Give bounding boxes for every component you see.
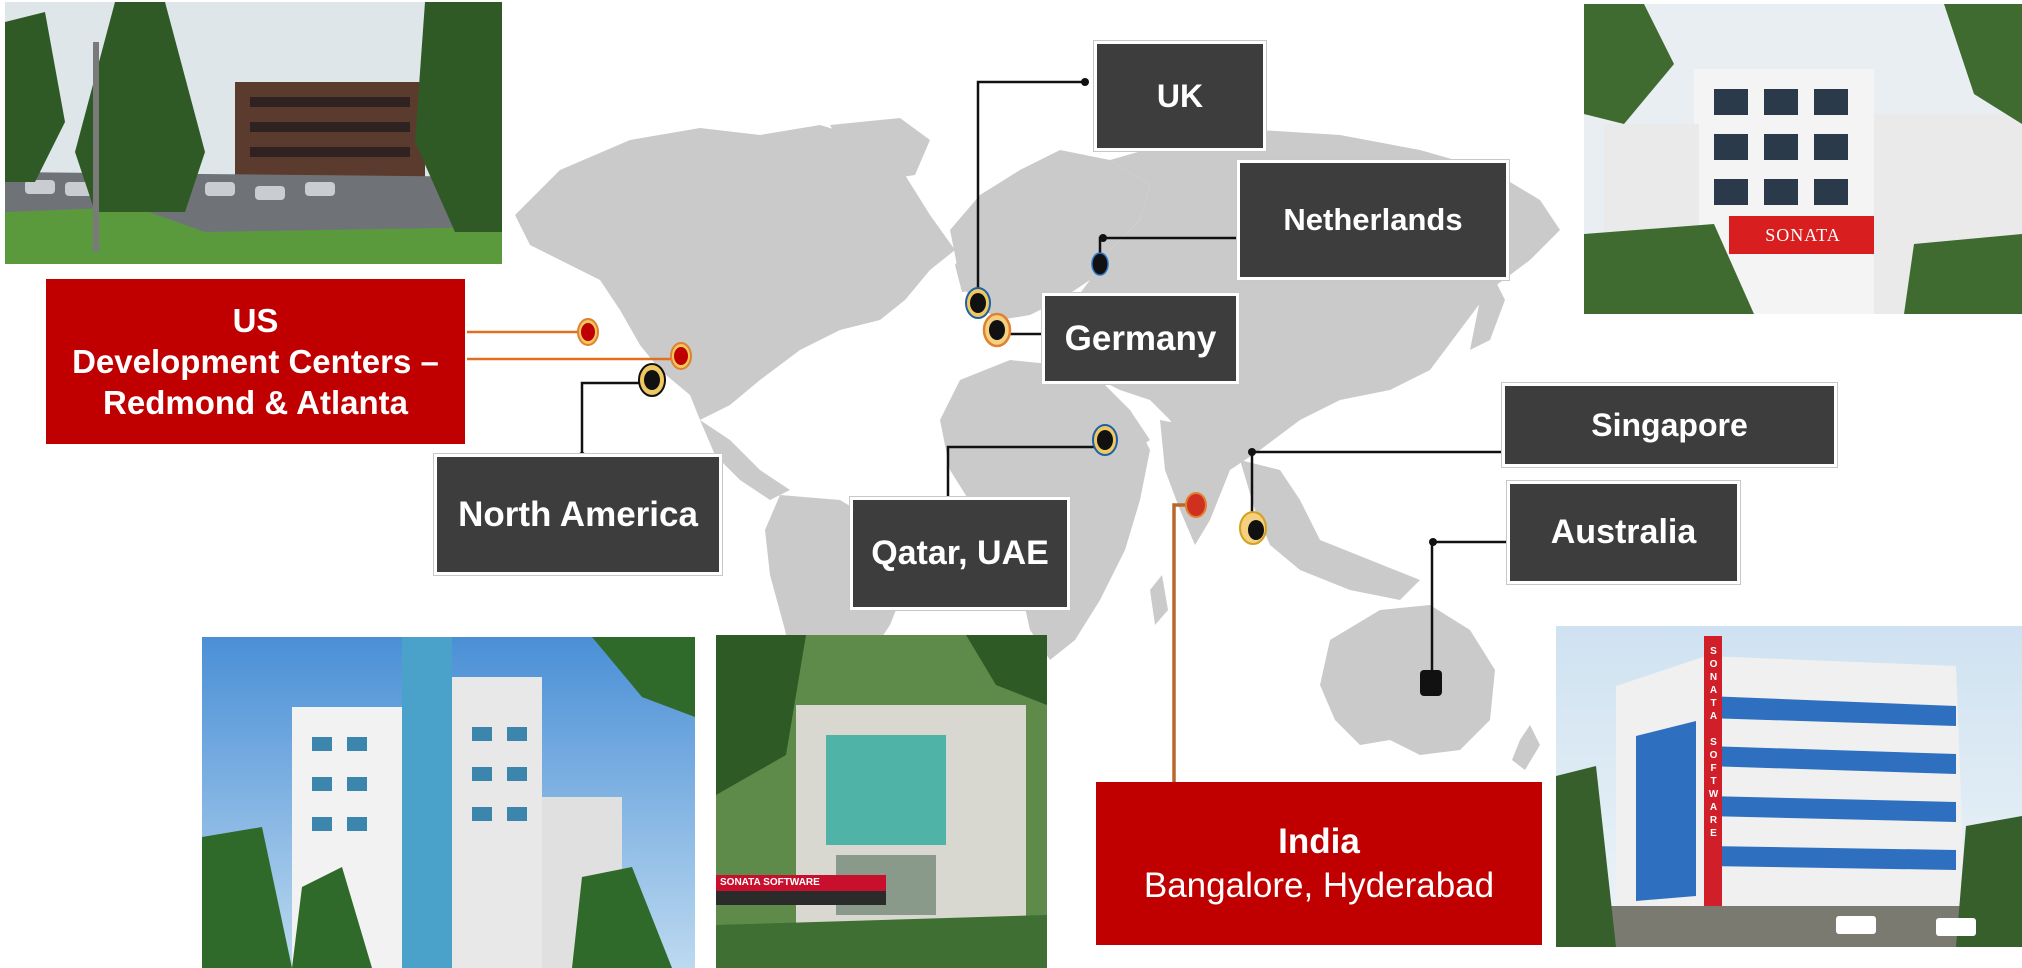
label-india: India Bangalore, Hyderabad [1096,782,1542,945]
map-southeast-asia [1240,460,1420,600]
photo-sonata-software-office: SONATA SOFTWARE [716,635,1047,968]
map-india [1160,420,1230,545]
marker-australia [1420,670,1442,696]
photo-redmond-campus [5,2,502,264]
map-australia [1320,605,1495,755]
map-central-america [700,420,790,500]
map-japan [1470,280,1505,350]
label-us-development-centers: US Development Centers – Redmond & Atlan… [46,279,465,444]
map-madagascar [1150,575,1168,625]
map-europe [950,150,1150,320]
connector-qatar [946,445,1105,506]
marker-netherlands [1091,252,1109,276]
label-uk: UK [1094,41,1266,151]
connector-north-america [580,381,652,456]
marker-singapore [1239,511,1267,545]
sign-sonata-top: SONATA [1765,224,1841,245]
sign-vertical-sonata-software: SONATA SOFTWARE [1708,646,1719,841]
map-greenland [830,118,930,180]
marker-north-america [638,363,666,397]
connector-india [1172,503,1196,790]
connector-australia [1430,540,1508,678]
label-singapore: Singapore [1502,383,1837,467]
connector-singapore [1250,450,1502,528]
label-australia: Australia [1507,481,1740,584]
map-north-america [515,125,955,420]
sign-sonata-software: SONATA SOFTWARE [720,877,820,888]
map-arabia [1060,380,1150,460]
marker-uk [965,287,991,319]
marker-us-atlanta [670,342,692,370]
connector-netherlands [1098,236,1240,262]
marker-us-redmond [577,318,599,346]
marker-india [1185,492,1207,518]
photo-sonata-software-tower: SONATA SOFTWARE [1556,626,2022,947]
photo-tall-office-building [202,637,695,968]
marker-germany [982,312,1012,348]
connector-uk [976,80,1085,302]
map-new-zealand [1512,725,1540,770]
label-netherlands: Netherlands [1237,160,1509,280]
label-germany: Germany [1042,293,1239,384]
label-north-america: North America [434,454,722,575]
label-qatar-uae: Qatar, UAE [850,497,1070,610]
marker-qatar-uae [1092,424,1118,456]
photo-sonata-bangalore-building: SONATA [1584,4,2022,314]
